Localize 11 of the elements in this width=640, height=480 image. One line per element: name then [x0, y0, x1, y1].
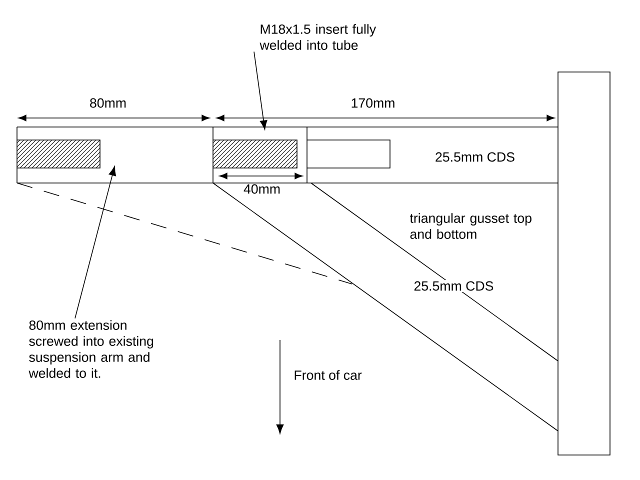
leader-line: [254, 51, 268, 130]
part-label: Front of car: [294, 370, 362, 380]
note-text: M18x1.5 insert fully welded into tube: [260, 24, 376, 50]
part-label: 25.5mm CDS: [412, 280, 496, 292]
leader-line: [74, 166, 116, 319]
dimension-label: 80mm: [90, 98, 126, 108]
dimension-label: 170mm: [352, 98, 394, 108]
part-label: 25.5mm CDS: [436, 152, 514, 162]
note-text: 80mm extension screwed into existing suspension arm and welded to it.: [28, 320, 154, 378]
dimension-label: 40mm: [244, 184, 280, 194]
part-label: triangular gusset top and bottom: [410, 213, 532, 239]
